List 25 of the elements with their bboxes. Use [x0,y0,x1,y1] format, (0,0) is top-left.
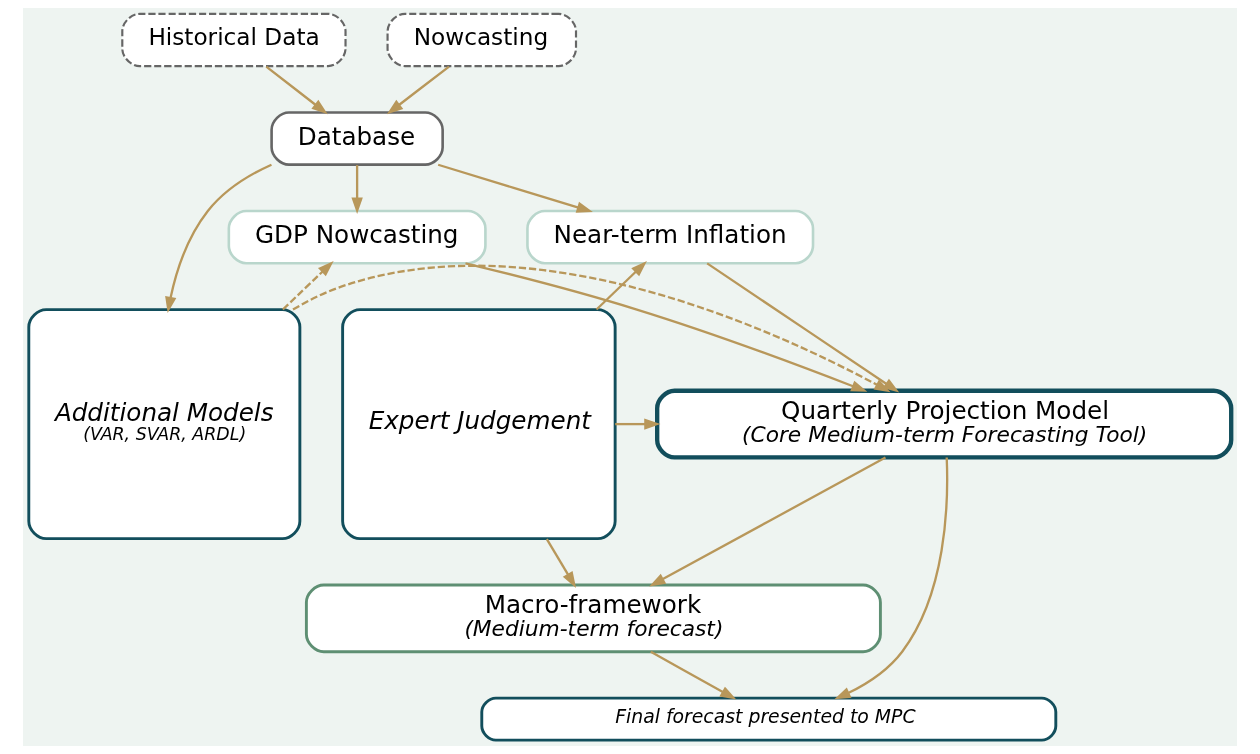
node-box: Near-term Inflation [526,209,815,265]
node-box: Quarterly Projection Model (Core Medium-term Forecasting Tool) [655,388,1234,460]
node-box: Additional Models (VAR, SVAR, ARDL) [27,308,302,541]
arrow [834,457,949,700]
arrow [292,264,891,393]
arrow [351,165,363,214]
node-box: Nowcasting [386,12,578,68]
node-box: Database [270,111,444,166]
arrow [649,456,887,587]
arrow [386,65,450,115]
arrow [282,260,334,311]
node-box: Final forecast presented to MPC [480,696,1058,742]
arrow [595,260,647,311]
arrow [706,262,900,393]
arrow [165,163,272,314]
node-box: GDP Nowcasting [227,209,487,265]
node-box: Historical Data [121,12,347,68]
arrow [265,65,328,115]
arrow [465,262,868,392]
arrow [650,650,737,700]
arrow [615,418,661,430]
arrow [437,163,593,213]
node-box: Expert Judgement [341,308,617,541]
arrow [545,538,577,588]
node-box: Macro-framework (Medium-term forecast) [304,583,882,654]
